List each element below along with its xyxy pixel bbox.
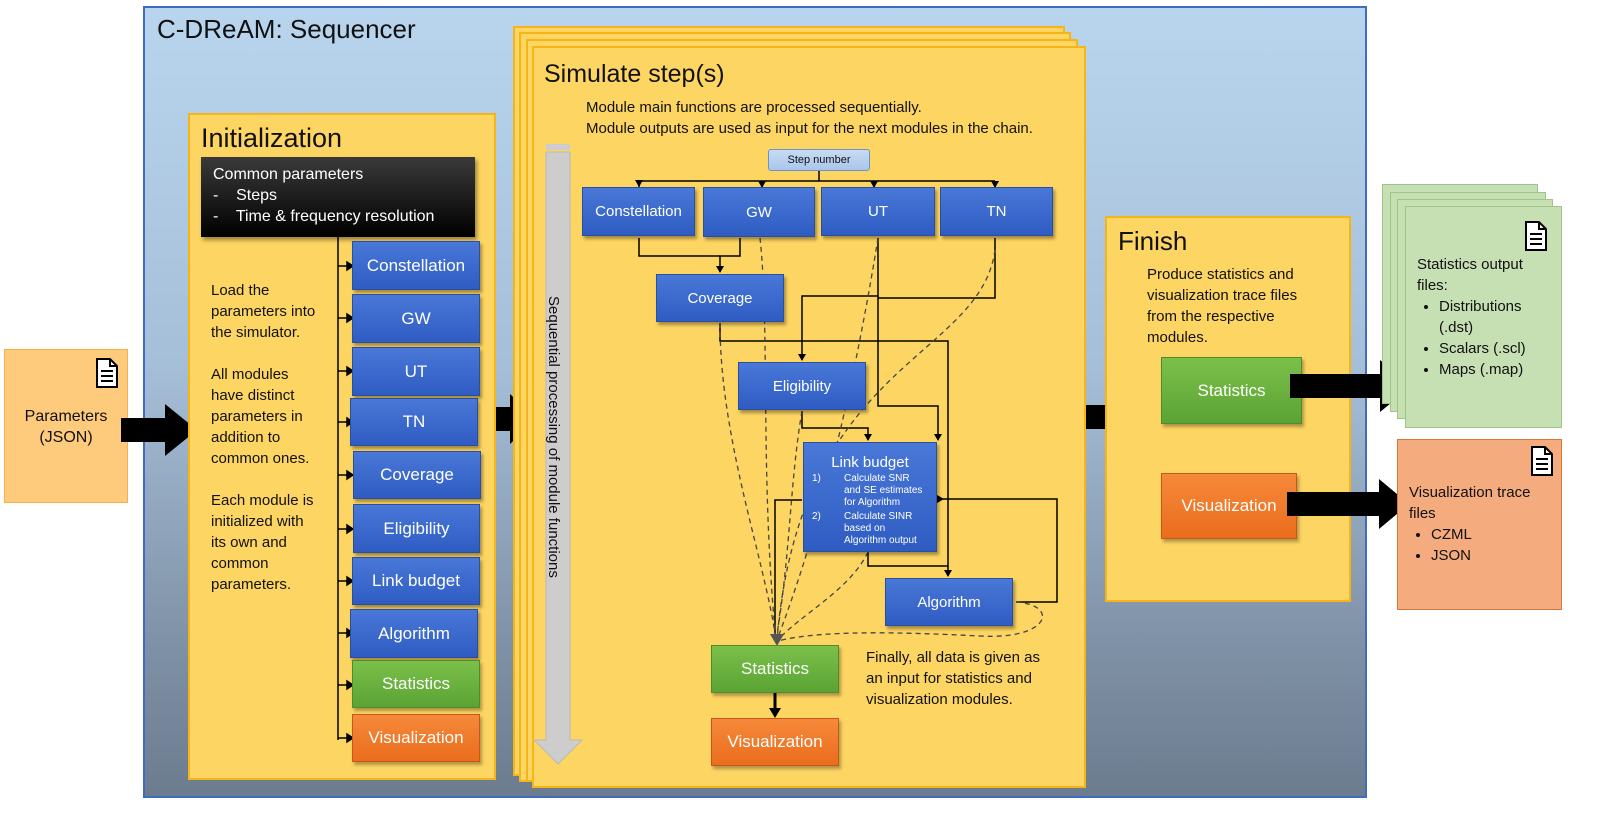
common-param-steps: - Steps <box>213 187 278 204</box>
arrow-init-to-simulate <box>488 394 536 444</box>
init-module-gw: GW <box>352 294 480 343</box>
arrow-statistics-to-output <box>1290 360 1412 412</box>
sim-module-visualization: Visualization <box>711 718 839 766</box>
link-budget-step-2: Calculate SINR based on Algorithm output <box>844 511 917 546</box>
sim-module-ut: UT <box>821 187 935 236</box>
stats-output-title: Statistics output files: <box>1417 256 1523 294</box>
sim-module-algorithm: Algorithm <box>885 578 1013 626</box>
sim-module-statistics: Statistics <box>711 645 839 693</box>
simulate-title: Simulate step(s) <box>544 60 725 88</box>
init-text-load: Load the parameters into the simulator. <box>211 282 316 341</box>
parameters-box: Parameters (JSON) <box>4 349 128 503</box>
stats-output-distributions: Distributions (.dst) <box>1439 296 1557 338</box>
common-parameters-box: Common parameters - Steps - Time & frequ… <box>201 157 475 237</box>
sim-module-link-budget: Link budget 1) Calculate SNR and SE esti… <box>803 442 937 552</box>
init-module-connectors <box>337 234 355 744</box>
init-module-link-budget: Link budget <box>352 557 480 605</box>
parameters-label: Parameters <box>24 408 108 425</box>
sim-module-eligibility: Eligibility <box>738 362 866 410</box>
stats-output-scalars: Scalars (.scl) <box>1439 338 1557 359</box>
vis-output-title: Visualization trace files <box>1409 484 1531 522</box>
sim-module-coverage: Coverage <box>656 274 784 322</box>
init-text-modules: All modules have distinct parameters in … <box>211 366 310 467</box>
finish-title: Finish <box>1118 226 1188 256</box>
simulate-desc-sequential: Module main functions are processed sequ… <box>586 99 922 116</box>
sim-module-constellation: Constellation <box>582 187 695 236</box>
sim-module-gw: GW <box>703 187 815 237</box>
document-icon <box>1531 446 1553 476</box>
finish-visualization: Visualization <box>1161 473 1297 539</box>
initialization-title: Initialization <box>201 123 343 153</box>
document-icon <box>1525 221 1547 251</box>
link-budget-step-1: Calculate SNR and SE estimates for Algor… <box>844 473 923 508</box>
finish-statistics: Statistics <box>1161 357 1302 424</box>
link-budget-title: Link budget <box>831 454 909 471</box>
stats-output-card: Statistics output files: Distributions (… <box>1405 206 1562 428</box>
simulate-desc-outputs: Module outputs are used as input for the… <box>586 120 1033 137</box>
init-module-algorithm: Algorithm <box>350 609 478 658</box>
vis-output-czml: CZML <box>1431 524 1557 545</box>
stats-output-maps: Maps (.map) <box>1439 359 1557 380</box>
init-module-constellation: Constellation <box>352 241 480 290</box>
common-param-resolution: - Time & frequency resolution <box>213 208 435 225</box>
init-module-ut: UT <box>352 347 480 396</box>
step-number-box: Step number <box>768 149 870 171</box>
document-icon <box>96 358 118 388</box>
sim-module-tn: TN <box>940 187 1053 236</box>
init-text-each: Each module is initialized with its own … <box>211 492 314 593</box>
arrow-visualization-to-output <box>1287 479 1409 529</box>
sequential-processing-arrow <box>534 144 584 765</box>
link-budget-step-1-number: 1) <box>812 473 821 484</box>
link-budget-step-2-number: 2) <box>812 511 821 522</box>
common-parameters-title: Common parameters <box>213 166 364 183</box>
sequencer-title: C-DReAM: Sequencer <box>157 14 416 44</box>
finish-description: Produce statistics and visualization tra… <box>1147 266 1298 346</box>
init-module-eligibility: Eligibility <box>353 504 480 553</box>
parameters-format: (JSON) <box>39 429 93 446</box>
vis-output-card: Visualization trace files CZML JSON <box>1397 439 1562 610</box>
arrow-parameters-to-init <box>121 404 197 456</box>
init-module-statistics: Statistics <box>352 660 480 708</box>
simulate-final-text: Finally, all data is given as an input f… <box>866 649 1040 708</box>
init-module-visualization: Visualization <box>352 714 480 762</box>
init-module-coverage: Coverage <box>353 451 481 499</box>
vis-output-json: JSON <box>1431 545 1557 566</box>
init-module-tn: TN <box>350 398 478 446</box>
